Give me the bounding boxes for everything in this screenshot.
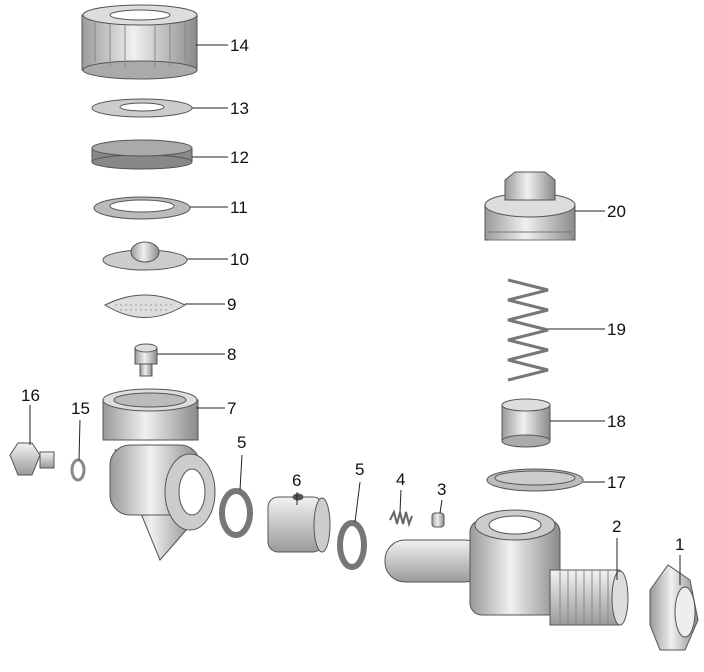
part-13-washer: [91, 98, 193, 118]
label-5-left: 5: [237, 433, 247, 452]
part-5-o-ring-right: [337, 520, 367, 570]
part-10-diaphragm: [102, 241, 188, 271]
label-6: 6: [292, 471, 302, 490]
label-2: 2: [612, 517, 622, 536]
label-1: 1: [675, 535, 685, 554]
part-2-tee-body: [384, 509, 629, 626]
part-1-hex-nut: [649, 564, 699, 651]
label-8: 8: [227, 345, 237, 364]
part-7-valve-body: [102, 388, 216, 561]
label-4: 4: [396, 470, 406, 489]
part-9-strainer: [103, 294, 187, 318]
label-17: 17: [607, 473, 626, 492]
label-11: 11: [230, 198, 248, 217]
label-13: 13: [230, 99, 249, 118]
part-3-pin: [431, 512, 445, 528]
part-14-cap-nut: [81, 4, 198, 80]
part-5-o-ring-left: [219, 488, 253, 538]
leader-lines: [29, 44, 681, 585]
part-17-gasket: [486, 468, 584, 492]
part-16-plug: [9, 442, 55, 476]
part-4-small-spring: [389, 509, 413, 528]
label-19: 19: [607, 320, 626, 339]
label-9: 9: [227, 295, 237, 314]
label-14: 14: [230, 36, 249, 55]
part-11-ring: [93, 196, 191, 220]
part-18-bushing: [501, 398, 551, 448]
label-15: 15: [71, 399, 90, 418]
label-5-right: 5: [355, 460, 365, 479]
label-20: 20: [607, 202, 626, 221]
part-12-disk: [91, 139, 193, 170]
label-16: 16: [21, 386, 40, 405]
label-3: 3: [437, 480, 447, 499]
part-15-o-ring: [70, 458, 86, 482]
label-10: 10: [230, 250, 249, 269]
part-8-insert: [134, 343, 158, 377]
label-18: 18: [607, 412, 626, 431]
part-6-sleeve: [267, 493, 331, 553]
part-19-spring: [507, 278, 549, 382]
label-12: 12: [230, 148, 249, 167]
part-20-screw-cap: [484, 171, 576, 241]
label-7: 7: [227, 399, 237, 418]
